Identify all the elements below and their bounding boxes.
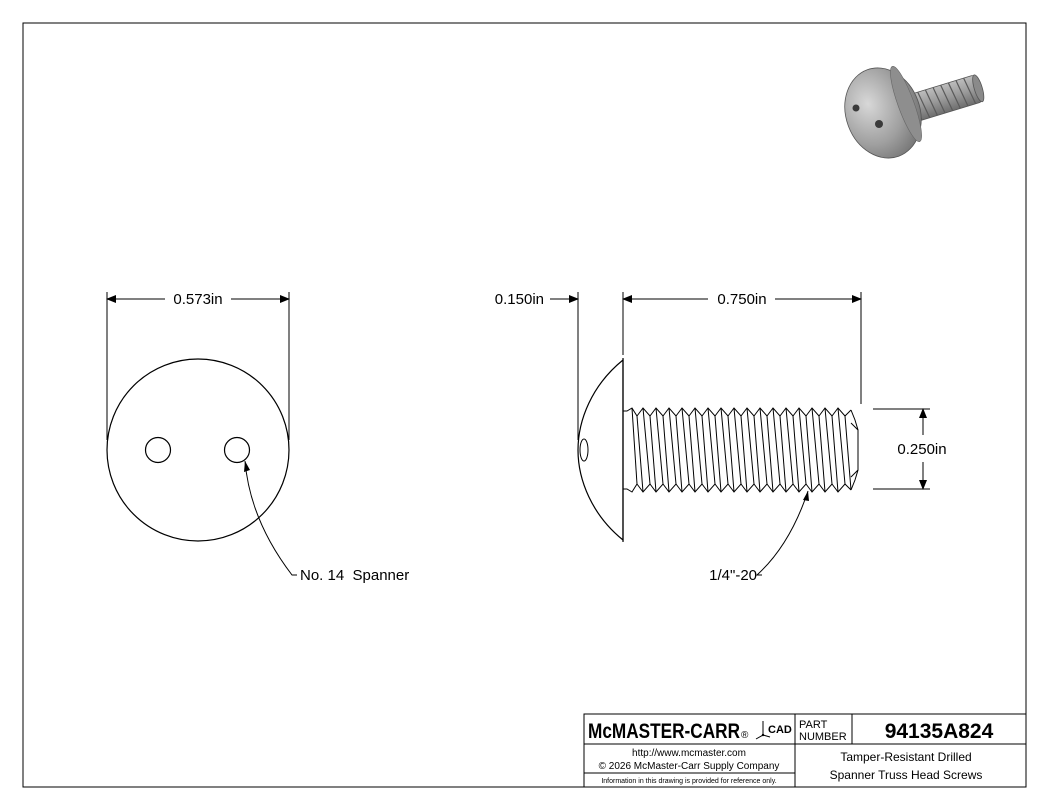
callout-spanner: No. 14 Spanner bbox=[244, 460, 409, 584]
title-block: McMASTER-CARR ® CAD PART NUMBER 94135A82… bbox=[583, 713, 1027, 788]
render-hole-1 bbox=[852, 104, 860, 112]
cad-mark: CAD bbox=[768, 724, 792, 736]
description-line2: Spanner Truss Head Screws bbox=[830, 768, 983, 782]
sheet-border bbox=[22, 22, 1027, 788]
spanner-callout-label: No. 14 Spanner bbox=[300, 567, 409, 584]
thread-body bbox=[623, 407, 859, 493]
spanner-hole-left bbox=[144, 436, 172, 464]
thread-callout-label: 1/4"-20 bbox=[709, 567, 757, 584]
head-drill-hole bbox=[579, 438, 589, 462]
head-height-label: 0.150in bbox=[495, 291, 544, 308]
screw-side-view bbox=[577, 358, 859, 542]
cad-icon bbox=[755, 721, 771, 740]
disclaimer-text: Information in this drawing is provided … bbox=[601, 778, 776, 785]
callout-thread: 1/4"-20 bbox=[709, 490, 809, 584]
copyright-text: © 2026 McMaster-Carr Supply Company bbox=[599, 761, 780, 772]
screw-isometric-render bbox=[844, 66, 985, 159]
length-label: 0.750in bbox=[717, 291, 766, 308]
part-label-line2: NUMBER bbox=[799, 731, 847, 743]
dimension-thread-diameter: 0.250in bbox=[873, 408, 947, 490]
registered-mark: ® bbox=[741, 730, 749, 741]
website-url: http://www.mcmaster.com bbox=[632, 748, 746, 759]
head-outline bbox=[106, 358, 290, 542]
company-logo: McMASTER-CARR bbox=[588, 720, 740, 743]
head-diameter-label: 0.573in bbox=[173, 291, 222, 308]
dimension-length: 0.750in bbox=[622, 291, 862, 404]
thread-diameter-label: 0.250in bbox=[897, 441, 946, 458]
truss-head-dome bbox=[577, 358, 624, 542]
description-line1: Tamper-Resistant Drilled bbox=[840, 750, 971, 764]
part-number: 94135A824 bbox=[885, 720, 994, 743]
part-label-line1: PART bbox=[799, 719, 828, 731]
dimension-head-height: 0.150in bbox=[495, 291, 624, 440]
render-hole-2 bbox=[875, 120, 883, 128]
head-front-view bbox=[106, 358, 290, 542]
dimension-head-diameter: 0.573in bbox=[106, 291, 290, 440]
spanner-hole-right bbox=[223, 436, 251, 464]
